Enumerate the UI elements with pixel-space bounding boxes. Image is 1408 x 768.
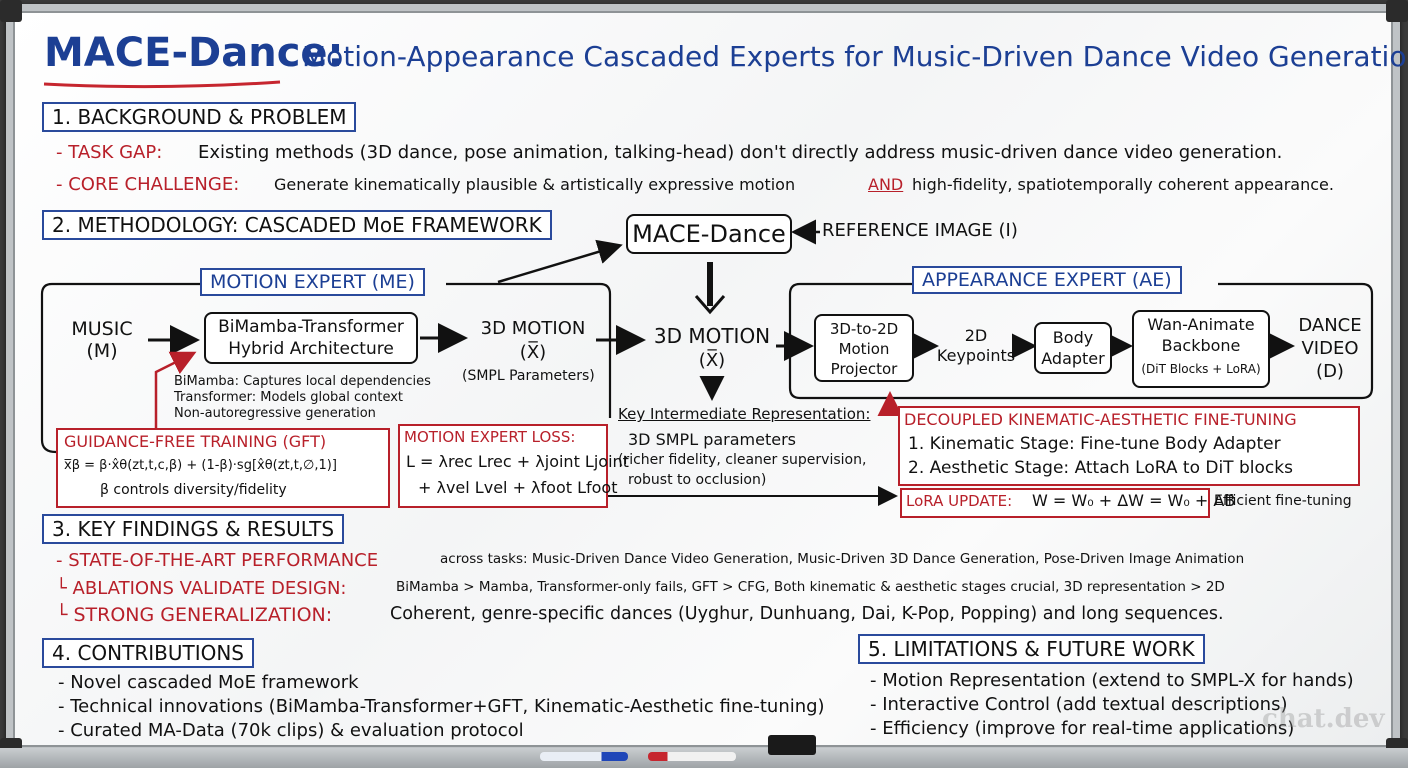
appearance-expert-label: APPEARANCE EXPERT (AE) [912, 266, 1182, 294]
contribution-item: - Novel cascaded MoE framework [58, 672, 359, 693]
title-subtitle: Motion-Appearance Cascaded Experts for M… [302, 40, 1408, 73]
wan-animate-box [1132, 310, 1270, 388]
kinematic-stage-text: 1. Kinematic Stage: Fine-tune Body Adapt… [908, 434, 1281, 454]
transformer-note: Transformer: Models global context [174, 390, 404, 405]
board-corner [1386, 0, 1408, 22]
ablations-label: └ ABLATIONS VALIDATE DESIGN: [56, 578, 347, 599]
section-5-heading: 5. LIMITATIONS & FUTURE WORK [858, 634, 1205, 664]
core-challenge-label: - CORE CHALLENGE: [56, 174, 240, 195]
body-adapter-box: Body Adapter [1034, 322, 1112, 374]
section-4-heading: 4. CONTRIBUTIONS [42, 638, 254, 668]
task-gap-label: - TASK GAP: [56, 142, 163, 163]
non-autoregressive-note: Non-autoregressive generation [174, 406, 376, 421]
section-2-heading: 2. METHODOLOGY: CASCADED MoE FRAMEWORK [42, 210, 552, 240]
keypoints-2d-label: 2D Keypoints [936, 326, 1016, 365]
mace-dance-box: MACE-Dance [626, 214, 792, 254]
wan-animate-title: Wan-Animate Backbone [1147, 315, 1255, 355]
motion-projector-box: 3D-to-2D Motion Projector [814, 314, 914, 382]
eraser[interactable] [768, 735, 816, 755]
core-challenge-and: AND [868, 175, 904, 194]
loss-line-2: + λvel Lvel + λfoot Lfoot [418, 478, 618, 497]
sota-label: - STATE-OF-THE-ART PERFORMANCE [56, 550, 379, 571]
section-1-heading: 1. BACKGROUND & PROBLEM [42, 102, 357, 132]
watermark: chat.dev [1262, 704, 1385, 734]
sota-text: across tasks: Music-Driven Dance Video G… [440, 551, 1245, 567]
loss-line-1: L = λrec Lrec + λjoint Ljoint [406, 452, 629, 471]
contribution-item: - Technical innovations (BiMamba-Transfo… [58, 696, 825, 717]
board-corner [0, 0, 22, 22]
decoupled-finetuning-box [898, 406, 1360, 486]
red-marker[interactable] [648, 752, 736, 761]
section-3-heading: 3. KEY FINDINGS & RESULTS [42, 514, 345, 544]
lora-update-label: LoRA UPDATE: [906, 492, 1013, 510]
loss-label: MOTION EXPERT LOSS: [404, 428, 576, 446]
ablations-text: BiMamba > Mamba, Transformer-only fails,… [396, 579, 1225, 595]
blue-marker[interactable] [540, 752, 628, 761]
task-gap-text: Existing methods (3D dance, pose animati… [198, 142, 1283, 163]
key-representation-line-1: 3D SMPL parameters [628, 430, 796, 449]
decoupled-finetuning-label: DECOUPLED KINEMATIC-AESTHETIC FINE-TUNIN… [904, 410, 1297, 429]
gft-formula: x̅β = β·x̂θ(zt,t,c,β) + (1-β)·sg[x̂θ(zt,… [64, 458, 337, 473]
motion-expert-label: MOTION EXPERT (ME) [200, 268, 425, 296]
smpl-parameters-note: (SMPL Parameters) [462, 368, 595, 384]
limitation-item: - Motion Representation (extend to SMPL-… [870, 670, 1354, 691]
dance-video-output: DANCE VIDEO (D) [1298, 315, 1362, 382]
limitation-item: - Interactive Control (add textual descr… [870, 694, 1288, 715]
motion-3d-label-a: 3D MOTION [480, 318, 586, 339]
contribution-item: - Curated MA-Data (70k clips) & evaluati… [58, 720, 524, 741]
reference-image-label: REFERENCE IMAGE (I) [822, 220, 1018, 241]
bimamba-transformer-box: BiMamba-Transformer Hybrid Architecture [204, 312, 418, 364]
generalization-label: └ STRONG GENERALIZATION: [56, 604, 333, 626]
gft-box [56, 428, 390, 508]
motion-3d-symbol-b: (X̅) [698, 350, 726, 371]
bimamba-note: BiMamba: Captures local dependencies [174, 374, 431, 389]
core-challenge-text-a: Generate kinematically plausible & artis… [274, 175, 796, 194]
gft-note: β controls diversity/fidelity [100, 482, 287, 498]
generalization-text: Coherent, genre-specific dances (Uyghur,… [390, 604, 1224, 624]
core-challenge-text-b: high-fidelity, spatiotemporally coherent… [912, 175, 1334, 194]
lora-formula: W = W₀ + ΔW = W₀ + AB [1032, 491, 1236, 510]
key-representation-line-3: robust to occlusion) [628, 472, 767, 488]
wan-animate-subtitle: (DiT Blocks + LoRA) [1141, 362, 1261, 376]
lora-note: Efficient fine-tuning [1214, 493, 1352, 509]
title-main: MACE-Dance: [44, 30, 344, 76]
gft-label: GUIDANCE-FREE TRAINING (GFT) [64, 432, 327, 451]
lora-update-box [900, 488, 1210, 518]
limitation-item: - Efficiency (improve for real-time appl… [870, 718, 1295, 739]
motion-expert-loss-box [398, 424, 608, 508]
music-input: MUSIC (M) [71, 318, 133, 362]
key-representation-title: Key Intermediate Representation: [618, 405, 871, 423]
motion-3d-symbol-a: (X̅) [519, 342, 547, 363]
key-representation-line-2: (richer fidelity, cleaner supervision, [618, 452, 867, 468]
motion-3d-label-b: 3D MOTION [653, 324, 771, 348]
aesthetic-stage-text: 2. Aesthetic Stage: Attach LoRA to DiT b… [908, 458, 1293, 478]
